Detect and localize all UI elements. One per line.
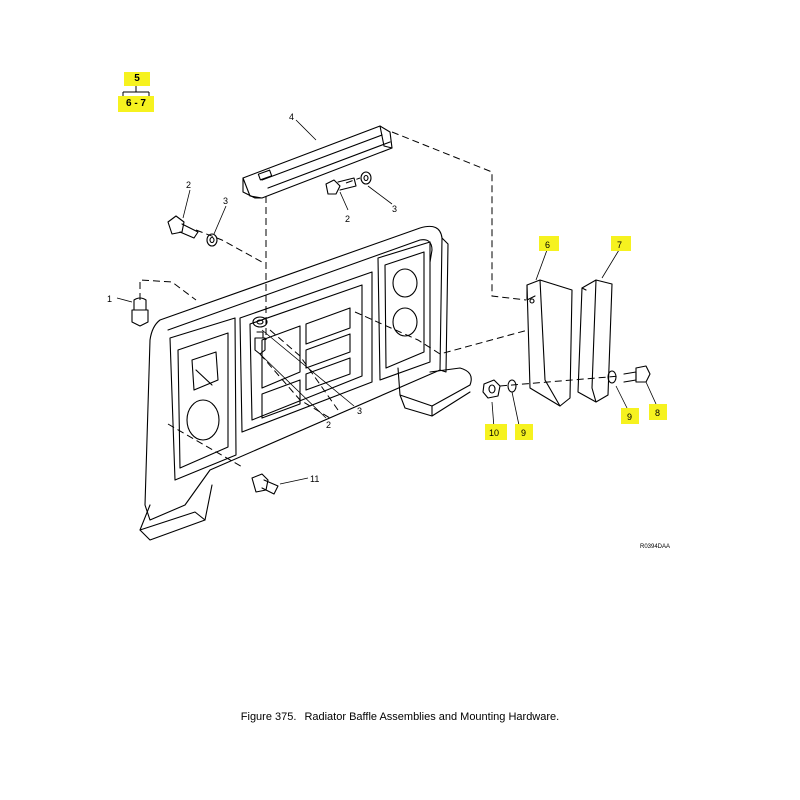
top-baffle-bracket — [242, 125, 393, 199]
figure-caption: Figure 375. Radiator Baffle Assemblies an… — [0, 711, 800, 723]
index-reference-box: 5 6 - 7 — [118, 72, 154, 114]
callout-10: 10 — [489, 428, 499, 438]
callout-11: 11 — [310, 474, 319, 484]
screw-item-2-upper-left — [167, 215, 199, 239]
callout-9-right: 9 — [627, 412, 632, 422]
screw-item-11 — [251, 473, 279, 495]
callout-1: 1 — [107, 294, 112, 304]
side-baffle-left — [526, 279, 573, 407]
screw-item-1 — [131, 297, 149, 327]
callout-2-center: 2 — [326, 420, 331, 430]
nut-item-10 — [482, 379, 501, 399]
washer-item-9-left — [507, 379, 517, 393]
washer-item-9-right — [607, 370, 617, 384]
callout-8: 8 — [655, 408, 660, 418]
figure-number: Figure 375. — [240, 711, 297, 723]
callout-4: 4 — [289, 112, 294, 122]
figure-title: Radiator Baffle Assemblies and Mounting … — [304, 711, 560, 723]
callout-9-left: 9 — [521, 428, 526, 438]
callout-2-bracket: 2 — [345, 214, 350, 224]
leader-lines — [116, 119, 657, 485]
callout-2-upper-left: 2 — [186, 180, 191, 190]
washer-item-3-bracket — [360, 171, 372, 185]
washer-item-3-upper-left — [206, 233, 218, 247]
index-bracket — [122, 86, 150, 96]
callout-6: 6 — [545, 240, 550, 250]
callout-7: 7 — [617, 240, 622, 250]
drawing-reference-code: R0394DAA — [640, 544, 670, 550]
washer-item-3-center — [252, 316, 268, 328]
side-baffle-right — [577, 279, 613, 403]
screw-item-2-center — [254, 331, 266, 355]
callout-highlights — [485, 236, 667, 440]
alignment-lines — [139, 131, 621, 469]
index-bottom-label: 6 - 7 — [118, 96, 154, 112]
callout-3-center: 3 — [357, 406, 362, 416]
radiator-baffle-frame — [139, 225, 472, 541]
screw-item-2-bracket — [325, 177, 357, 195]
screw-item-8 — [623, 365, 651, 383]
index-top-label: 5 — [124, 72, 150, 86]
callout-3-bracket: 3 — [392, 204, 397, 214]
callout-3-upper-left: 3 — [223, 196, 228, 206]
